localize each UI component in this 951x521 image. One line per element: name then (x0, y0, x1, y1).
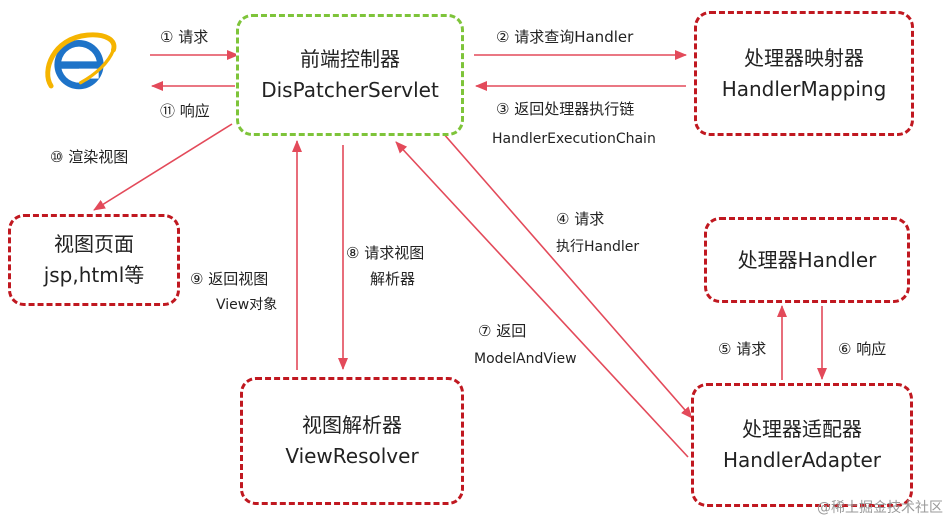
step-9-label-line2: View对象 (216, 297, 278, 313)
view-page-subtitle: jsp,html等 (43, 263, 145, 287)
arrow-step-7 (395, 141, 689, 458)
step-7-label-line1: ⑦ 返回 (478, 322, 527, 340)
handler-adapter-box: 处理器适配器 HandlerAdapter (691, 383, 913, 507)
step-9-label-line1: ⑨ 返回视图 (190, 270, 269, 288)
step-4-label-line2: 执行Handler (556, 239, 640, 255)
handler-title: 处理器Handler (737, 247, 877, 272)
arrow-step-4 (435, 124, 693, 419)
handler-adapter-title: 处理器适配器 (742, 417, 862, 441)
step-8-label-line2: 解析器 (370, 270, 416, 288)
step-11-label: ⑪ 响应 (160, 102, 210, 120)
step-10-label: ⑩ 渲染视图 (50, 148, 129, 166)
view-page-title: 视图页面 (54, 232, 134, 256)
handler-mapping-title: 处理器映射器 (744, 45, 864, 70)
step-1-label: ① 请求 (160, 28, 209, 46)
step-4-label-line1: ④ 请求 (556, 210, 605, 228)
view-resolver-class: ViewResolver (285, 444, 419, 468)
watermark: @稀土掘金技术社区 (817, 500, 943, 516)
handler-adapter-class: HandlerAdapter (722, 448, 882, 472)
step-5-label: ⑤ 请求 (718, 340, 767, 358)
step-8-label-line1: ⑧ 请求视图 (346, 244, 425, 262)
front-controller-title: 前端控制器 (300, 47, 400, 71)
step-3-label-line1: ③ 返回处理器执行链 (496, 100, 635, 118)
view-page-box: 视图页面 jsp,html等 (8, 214, 180, 306)
front-controller-class: DisPatcherServlet (261, 78, 439, 102)
step-7-label-line2: ModelAndView (474, 351, 577, 367)
step-6-label: ⑥ 响应 (838, 340, 887, 358)
front-controller-box: 前端控制器 DisPatcherServlet (236, 14, 464, 136)
view-resolver-title: 视图解析器 (302, 413, 402, 437)
step-3-label-line2: HandlerExecutionChain (492, 131, 656, 147)
internet-explorer-icon (45, 32, 117, 90)
arrow-step-10 (93, 123, 233, 211)
handler-mapping-box: 处理器映射器 HandlerMapping (694, 11, 914, 136)
step-2-label: ② 请求查询Handler (496, 28, 634, 46)
handler-box: 处理器Handler (704, 217, 910, 303)
handler-mapping-class: HandlerMapping (721, 76, 887, 101)
view-resolver-box: 视图解析器 ViewResolver (240, 377, 464, 505)
